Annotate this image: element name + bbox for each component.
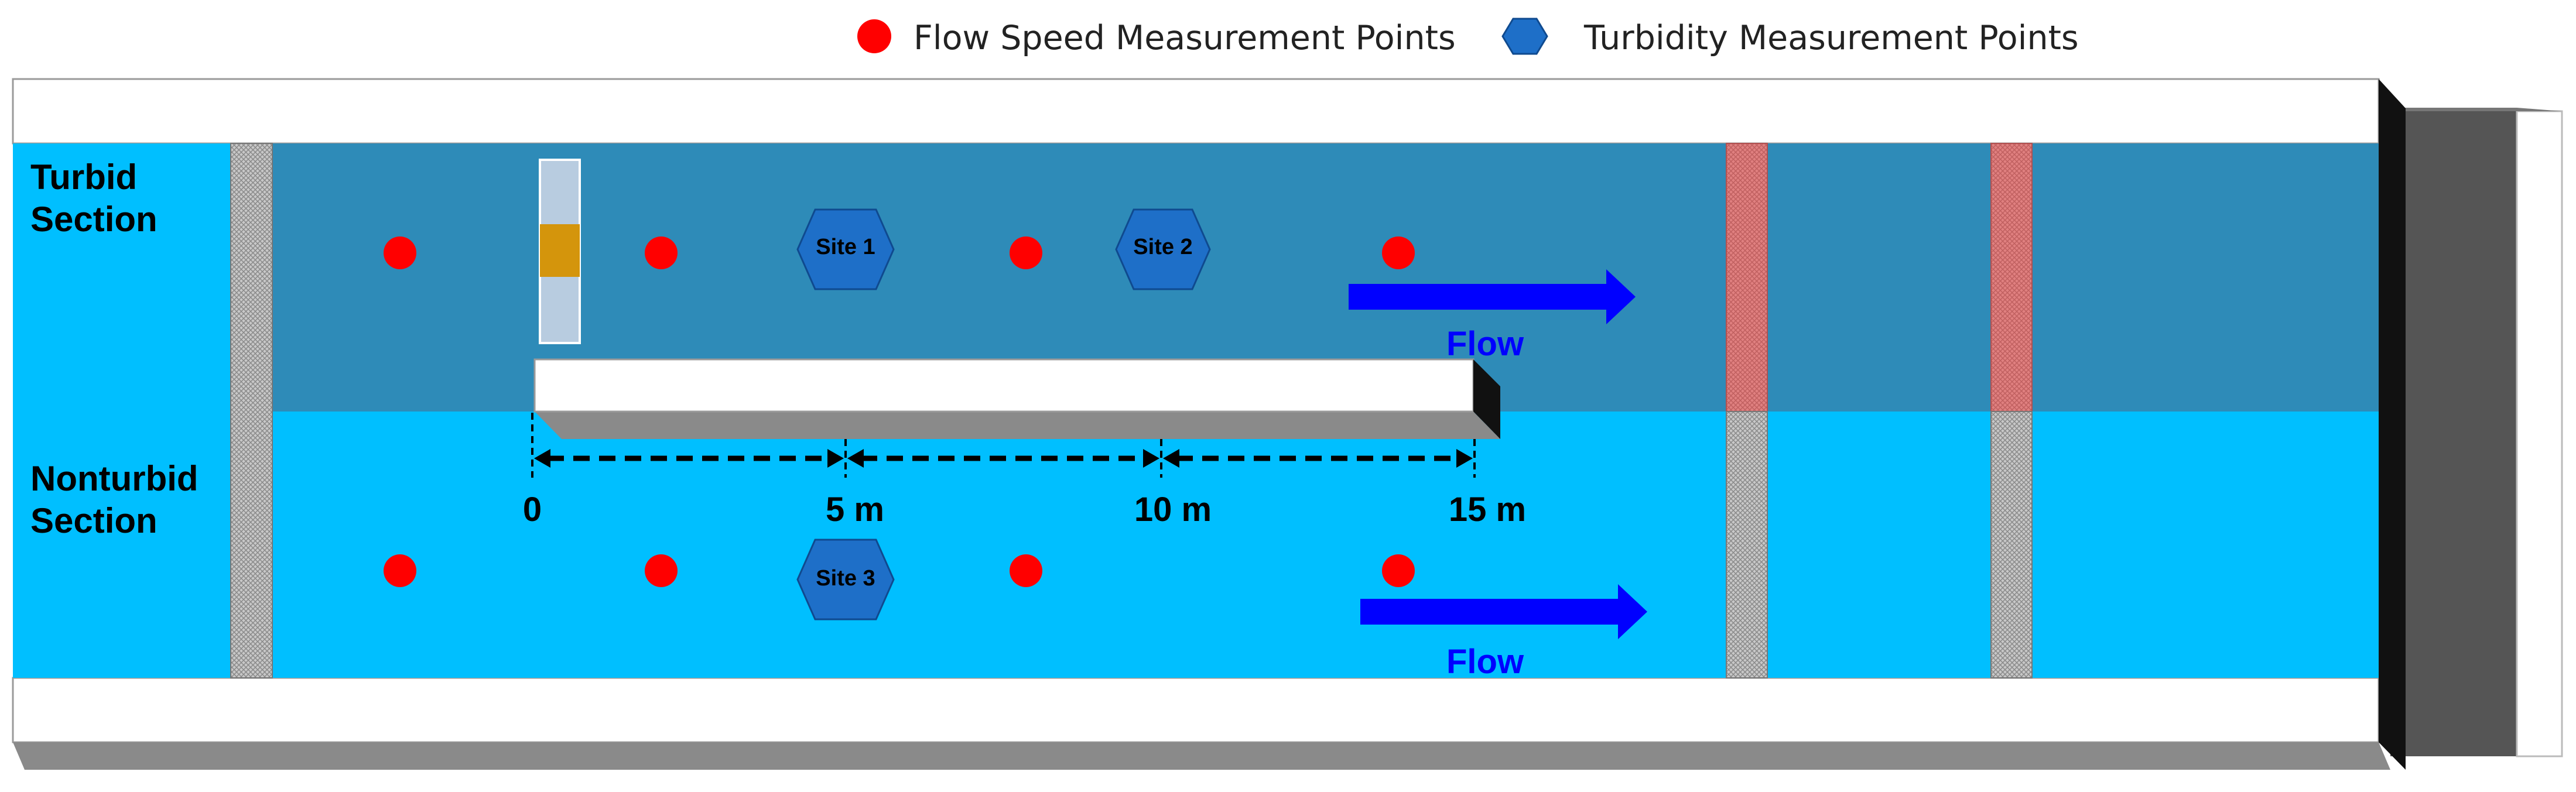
inlet-screen <box>230 143 273 678</box>
nonturbid-label-line1: Nonturbid <box>30 459 199 498</box>
outlet-tank <box>2390 108 2563 757</box>
flow-arrow-nonturbid: Flow <box>1360 584 1647 681</box>
divider-wall <box>533 358 1500 439</box>
flow-label-nonturbid: Flow <box>1446 643 1524 681</box>
site-3-label: Site 3 <box>816 566 875 591</box>
scale-tick-0: 0 <box>523 491 542 529</box>
site-2-marker: Site 2 <box>1115 208 1211 290</box>
site-2-label: Site 2 <box>1133 235 1192 259</box>
turbid-label-line2: Section <box>30 200 158 239</box>
nonturbid-label-line2: Section <box>30 501 158 540</box>
turbidity-legend-icon <box>1501 18 1548 55</box>
legend: Flow Speed Measurement Points Turbidity … <box>857 18 2079 57</box>
downstream-screen-1 <box>1726 143 1768 678</box>
nonturbid-section-water <box>272 412 2379 678</box>
flow-speed-point <box>1010 554 1042 587</box>
scale-tick-15m: 15 m <box>1449 491 1526 529</box>
flow-label-turbid: Flow <box>1446 325 1524 363</box>
bottom-wall <box>12 677 2390 770</box>
downstream-screen-2 <box>1990 143 2033 678</box>
flow-speed-point <box>384 236 416 269</box>
flow-arrow-icon <box>1349 284 1612 310</box>
nonturbid-section-label: Nonturbid Section <box>30 459 208 540</box>
flow-arrow-turbid: Flow <box>1349 269 1636 363</box>
flow-speed-point <box>645 236 678 269</box>
turbidity-legend-label: Turbidity Measurement Points <box>1583 19 2079 57</box>
turbid-label-line1: Turbid <box>30 157 137 197</box>
flow-speed-point <box>1382 236 1415 269</box>
flow-speed-point <box>645 554 678 587</box>
flow-speed-points <box>384 236 1415 587</box>
turbid-section-label: Turbid Section <box>30 157 158 239</box>
flow-speed-legend-icon <box>857 19 891 53</box>
flow-speed-point <box>1010 236 1042 269</box>
site-1-marker: Site 1 <box>796 208 895 290</box>
flow-speed-legend-label: Flow Speed Measurement Points <box>914 19 1456 57</box>
flow-arrow-icon <box>1360 599 1624 625</box>
scale-tick-10m: 10 m <box>1134 491 1212 529</box>
sensor-bar <box>539 159 581 344</box>
flow-speed-point <box>384 554 416 587</box>
scale-tick-5m: 5 m <box>826 491 884 529</box>
site-3-marker: Site 3 <box>796 539 895 620</box>
inlet-water <box>13 143 231 678</box>
flow-speed-point <box>1382 554 1415 587</box>
distance-scale: 0 5 m 10 m 15 m <box>523 413 1526 529</box>
flume-end-plate <box>2379 79 2406 770</box>
top-wall <box>12 78 2380 145</box>
site-1-label: Site 1 <box>816 235 875 259</box>
